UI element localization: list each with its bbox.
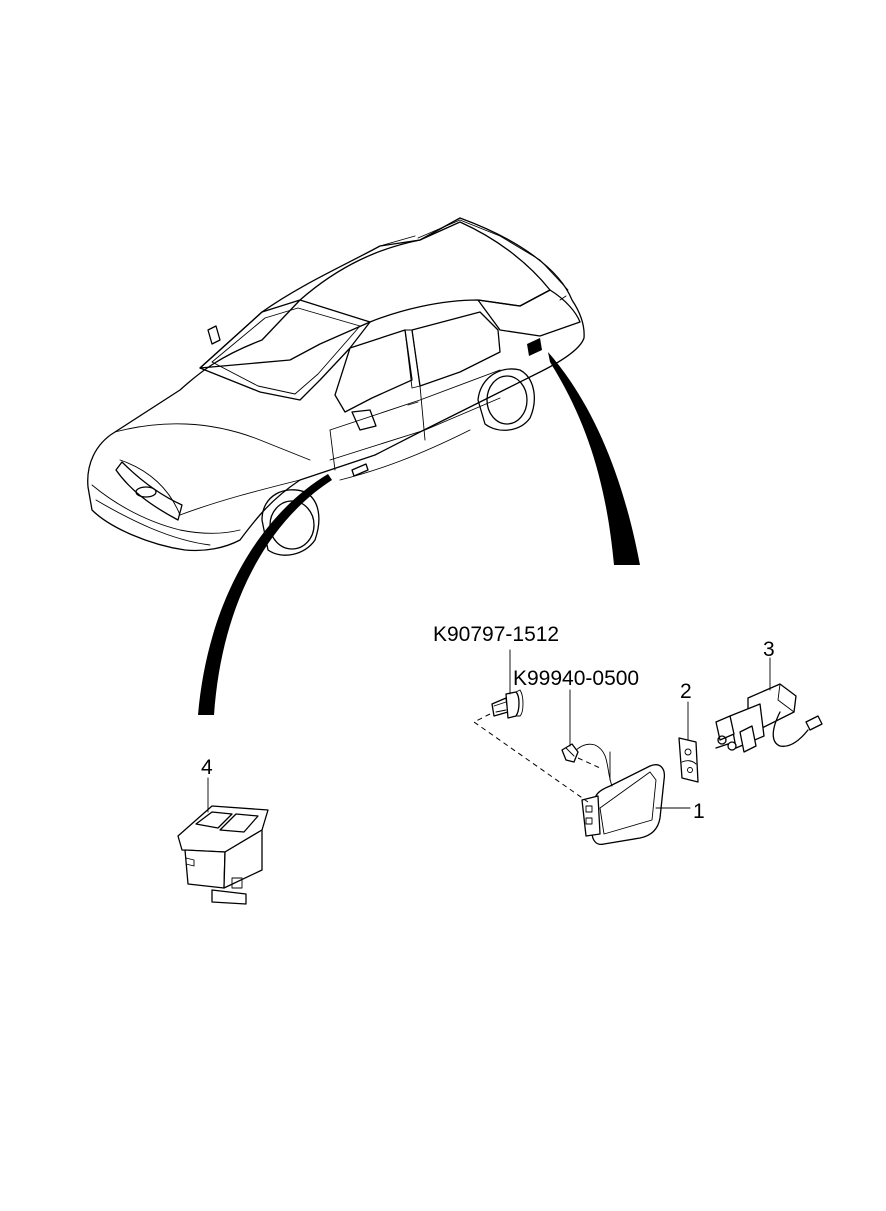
- part-2-label: 2: [680, 680, 692, 703]
- clip-part-number-label: K99940-0500: [513, 667, 639, 690]
- part-4-label: 4: [201, 756, 213, 779]
- bolt-part-number-label: K90797-1512: [433, 623, 559, 646]
- fuel-filler-door-part: [573, 743, 666, 846]
- clip-part: [561, 743, 579, 763]
- leader-lines: [207, 649, 771, 813]
- part-1-label: 1: [693, 800, 705, 823]
- car-illustration: [87, 217, 585, 556]
- leader-arc-window-switch: [198, 474, 332, 715]
- leader-arc-fuel-door: [548, 352, 640, 565]
- actuator-part: [715, 683, 823, 753]
- bolt-part: [491, 689, 524, 719]
- bracket-part: [678, 737, 699, 783]
- window-switch-part: [177, 805, 269, 905]
- part-3-label: 3: [763, 638, 775, 661]
